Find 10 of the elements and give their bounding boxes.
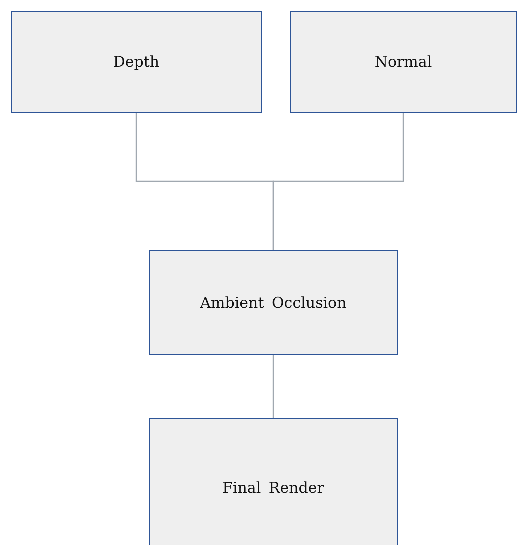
connector-line — [272, 355, 274, 418]
node-label: Depth — [113, 53, 160, 71]
process-box — [149, 250, 398, 355]
connector-line — [272, 113, 404, 250]
process-box — [290, 11, 517, 113]
node-label: Ambient Occlusion — [200, 294, 347, 312]
process-box — [11, 11, 262, 113]
process-box — [149, 418, 398, 545]
node-label: Final Render — [222, 479, 324, 497]
node-label: Normal — [374, 53, 432, 71]
